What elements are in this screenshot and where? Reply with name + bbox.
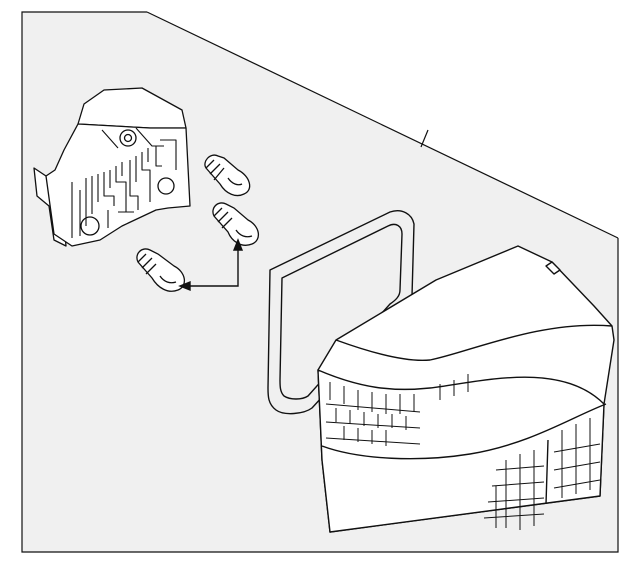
diagonal-divider xyxy=(146,11,619,239)
callout-tick xyxy=(420,129,429,148)
arrowhead-up xyxy=(232,238,244,251)
carrier-front-face xyxy=(45,123,191,247)
carrier-socket-center xyxy=(123,133,133,143)
housing-mount-tab xyxy=(545,261,561,275)
housing-vertical-divider xyxy=(545,439,549,505)
lens-optic-grid xyxy=(325,374,601,530)
tail-lamp-housing xyxy=(317,245,615,533)
arrowhead-left xyxy=(178,280,191,292)
bulb-middle xyxy=(212,202,259,246)
callout-arrows xyxy=(178,238,244,292)
frame-outline xyxy=(21,11,619,553)
carrier-mount-hole-left xyxy=(80,216,100,236)
carrier-mount-hole-right xyxy=(157,177,175,195)
carrier-circuit-traces xyxy=(71,127,177,238)
housing-lens-divider xyxy=(321,403,607,460)
bulb-lower xyxy=(136,248,185,292)
housing-lens-face xyxy=(317,369,605,533)
housing-top-curve xyxy=(335,324,613,362)
bulb-upper xyxy=(204,154,251,197)
bulb-socket-carrier xyxy=(33,87,191,247)
